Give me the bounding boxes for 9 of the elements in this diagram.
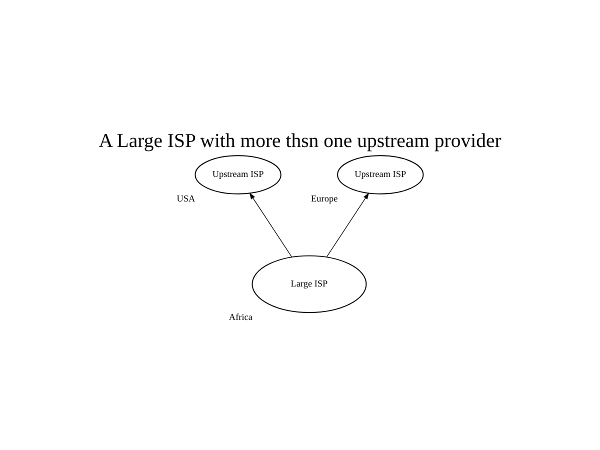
arrow [249,192,292,257]
node-label: Africa [228,311,252,322]
node-ellipse: Upstream ISP [194,154,282,194]
arrow [326,192,370,257]
node-ellipse: Upstream ISP [337,154,424,194]
node-label: USA [176,192,196,203]
node-ellipse: Large ISP [252,254,367,312]
node-label: Europe [311,192,338,203]
diagram-title: A Large ISP with more thsn one upstream provider [98,130,502,152]
